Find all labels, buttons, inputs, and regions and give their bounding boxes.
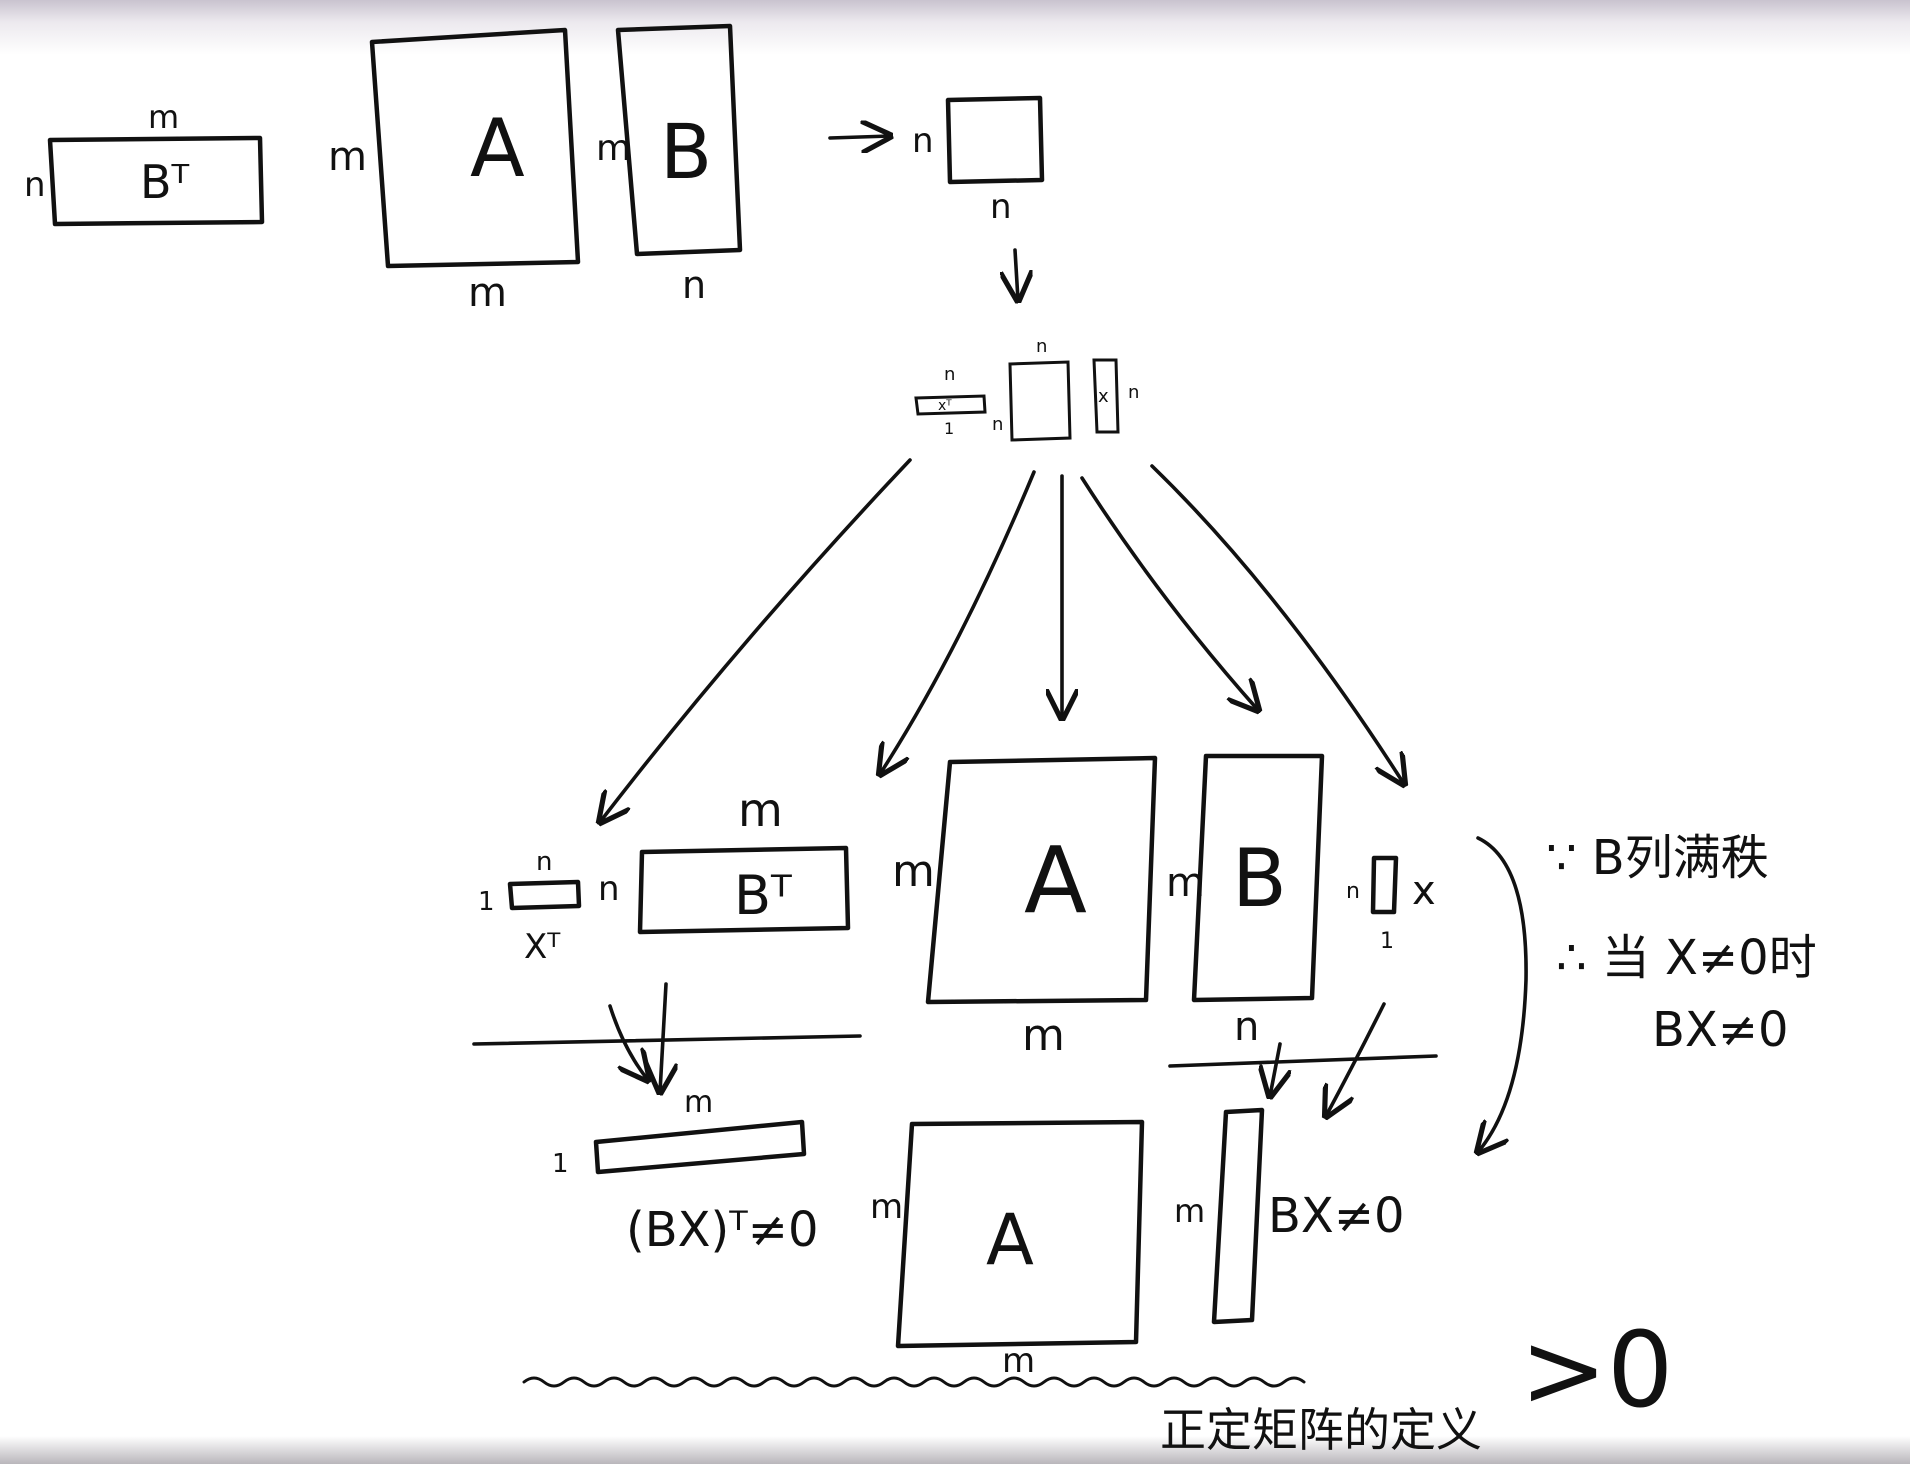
- b-matrix-n-bottom: n: [1234, 1004, 1259, 1050]
- arrow-to-xt: [600, 458, 912, 822]
- a-label-top: A: [470, 102, 525, 195]
- bx-transpose-label: (BX)ᵀ≠0: [626, 1202, 819, 1258]
- brace: [1478, 836, 1528, 1152]
- a-bottom-m-left: m: [870, 1187, 903, 1227]
- result-row: m 1 (BX)ᵀ≠0 A m m m BX≠0: [472, 982, 1438, 1381]
- x-small-n: n: [1128, 382, 1139, 403]
- arrow-left-result-1: [608, 1004, 648, 1080]
- note-line-2: ∴ 当 X≠0时: [1556, 930, 1817, 986]
- quadratic-form: xᵀ n 1 n n x n: [914, 336, 1139, 442]
- x-vector-1: 1: [1380, 929, 1394, 954]
- middle-square-n-top: n: [1036, 336, 1047, 357]
- x-vector-label: x: [1412, 868, 1436, 914]
- bt-matrix-n: n: [598, 869, 620, 909]
- b-matrix-top: [615, 23, 743, 257]
- arrow-to-b: [1080, 476, 1258, 710]
- a-matrix-top: [369, 27, 581, 269]
- expanded-row: n 1 Xᵀ Bᵀ m n A m m B m n n x 1: [478, 753, 1528, 1152]
- note-line-1: ∵ B列满秩: [1546, 830, 1769, 886]
- a-matrix-bottom-label: A: [986, 1199, 1034, 1281]
- bx-transpose-vector: [593, 1119, 807, 1175]
- b-matrix-m-left: m: [1166, 860, 1205, 906]
- b-top-n-bottom: n: [682, 263, 706, 307]
- a-matrix-label: A: [1024, 827, 1087, 934]
- a-matrix-bottom: [895, 1119, 1145, 1349]
- a-bottom-m-bottom: m: [1002, 1341, 1035, 1381]
- bx-transpose-m: m: [684, 1085, 713, 1120]
- middle-square-n-left: n: [992, 414, 1003, 435]
- group-line-left: [472, 1034, 862, 1046]
- bt-matrix-top: [47, 135, 265, 227]
- xt-matrix: [507, 879, 582, 911]
- bx-vector-label: BX≠0: [1268, 1188, 1405, 1244]
- b-label-top: B: [660, 107, 712, 196]
- a-top-m-left: m: [328, 134, 367, 180]
- xt-small-matrix: [914, 394, 987, 416]
- side-notes: ∵ B列满秩 ∴ 当 X≠0时 BX≠0: [1546, 830, 1817, 1058]
- definition-footer: 正定矩阵的定义 >0: [522, 1309, 1673, 1457]
- a-matrix-m-left: m: [892, 846, 935, 897]
- product-n-left: n: [912, 121, 934, 161]
- xt-matrix-n: n: [536, 847, 552, 877]
- greater-than-zero: >0: [1520, 1309, 1673, 1431]
- arrow-left-result-2: [660, 982, 666, 1092]
- bx-transpose-1: 1: [552, 1149, 569, 1179]
- xt-small-label: xᵀ: [938, 398, 952, 414]
- a-matrix-m-bottom: m: [1022, 1010, 1065, 1061]
- product-square: [945, 95, 1045, 185]
- bx-vector: [1211, 1107, 1265, 1325]
- middle-square: [1008, 360, 1072, 442]
- bt-matrix-m: m: [738, 783, 783, 837]
- x-vector-n: n: [1346, 879, 1360, 904]
- arrow-down-to-quadratic: [1015, 248, 1018, 300]
- xt-small-1: 1: [944, 419, 954, 438]
- wavy-underline: [522, 1376, 1306, 1388]
- arrow-right-result-1: [1270, 1042, 1280, 1096]
- x-small-vector: [1092, 358, 1120, 434]
- x-vector: [1370, 855, 1399, 915]
- bt-matrix: [637, 845, 851, 935]
- arrow-to-product: [828, 136, 890, 138]
- caption-positive-definite: 正定矩阵的定义: [1160, 1403, 1482, 1457]
- expansion-arrows: [600, 458, 1404, 822]
- b-matrix: [1191, 753, 1325, 1003]
- bt-label-top: Bᵀ: [140, 155, 190, 209]
- a-matrix: [925, 755, 1158, 1005]
- a-top-m-bottom: m: [468, 270, 507, 316]
- xt-small-n: n: [944, 364, 955, 385]
- bt-top-n-label: n: [24, 165, 46, 205]
- arrow-right-result-2: [1326, 1002, 1386, 1116]
- bt-top-m-label: m: [148, 98, 179, 136]
- product-n-bottom: n: [990, 187, 1012, 227]
- xt-matrix-label: Xᵀ: [524, 927, 561, 967]
- b-matrix-label: B: [1232, 832, 1287, 925]
- x-small-label: x: [1098, 386, 1109, 407]
- note-line-3: BX≠0: [1652, 1002, 1789, 1058]
- bt-matrix-label: Bᵀ: [734, 864, 792, 927]
- b-top-m-left: m: [596, 128, 631, 169]
- arrow-to-x: [1150, 464, 1404, 784]
- group-line-right: [1168, 1054, 1438, 1068]
- top-row: Bᵀ m n A m m B m n n n: [24, 23, 1045, 316]
- bx-vector-m: m: [1174, 1192, 1205, 1230]
- xt-matrix-1: 1: [478, 887, 495, 917]
- arrow-to-bt: [880, 470, 1036, 774]
